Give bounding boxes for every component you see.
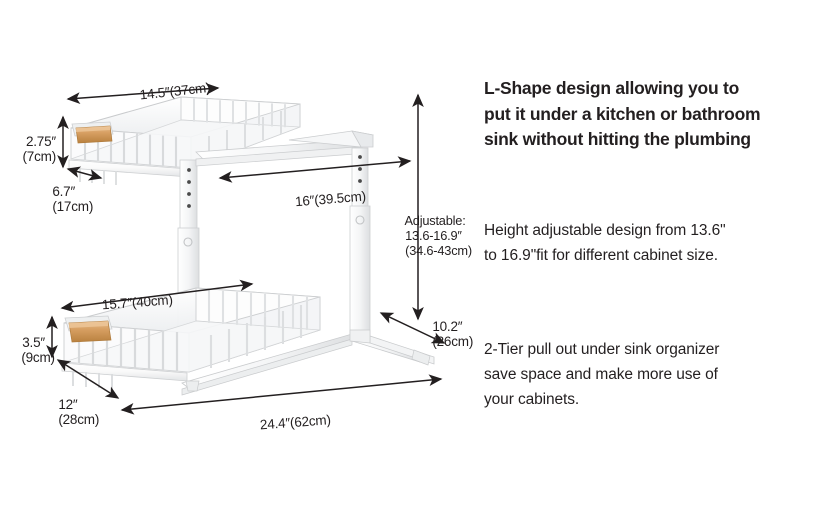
dimension-label-top-shelf-span: 16″(39.5cm) bbox=[294, 188, 367, 209]
feature-headline: L-Shape design allowing you to put it un… bbox=[484, 78, 761, 149]
product-diagram: 14.5″(37cm) 2.75″ (7cm) 6.7″ (17cm) 16″(… bbox=[21, 79, 474, 432]
top-basket-handle bbox=[71, 121, 114, 144]
dimension-label-overall-width: 24.4″(62cm) bbox=[259, 411, 332, 432]
bottom-basket-handle bbox=[64, 315, 113, 343]
dimension-label-adjustable-height: Adjustable: 13.6-16.9″ (34.6-43cm) bbox=[404, 213, 472, 258]
dimension-label-top-basket-height: 2.75″ (7cm) bbox=[22, 133, 57, 165]
top-basket bbox=[68, 96, 301, 185]
feature-two-tier: 2-Tier pull out under sink organizer sav… bbox=[484, 341, 720, 408]
bottom-basket bbox=[61, 287, 321, 389]
dimension-label-bottom-basket-width: 15.7″(40cm) bbox=[101, 291, 174, 312]
dimension-label-bottom-basket-height: 3.5″ (9cm) bbox=[21, 334, 55, 366]
dimension-label-top-basket-width: 14.5″(37cm) bbox=[138, 79, 211, 103]
product-illustration bbox=[46, 83, 446, 415]
dimension-arrows bbox=[46, 83, 446, 415]
dimension-label-top-basket-depth: 6.7″ (17cm) bbox=[52, 183, 94, 215]
feature-height-adjustable: Height adjustable design from 13.6" to 1… bbox=[484, 222, 726, 264]
feature-text-panel: L-Shape design allowing you to put it un… bbox=[484, 0, 828, 512]
dimension-label-bottom-basket-depth: 12″ (28cm) bbox=[58, 396, 100, 428]
dimension-label-rear-frame-depth: 10.2″ (26cm) bbox=[432, 318, 474, 350]
